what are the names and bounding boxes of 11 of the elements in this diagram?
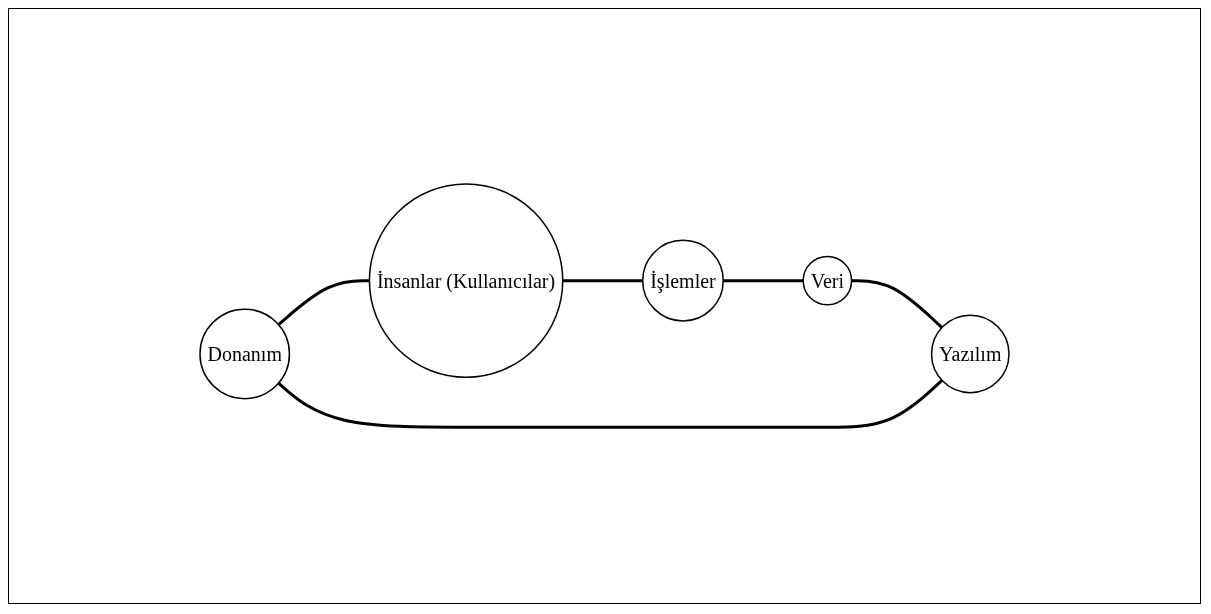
node-circle: [368, 183, 564, 379]
connector: [851, 279, 943, 329]
connector: [277, 379, 943, 430]
connector: [277, 279, 370, 327]
node-circle: [199, 308, 291, 400]
node-circle: [802, 256, 853, 306]
connector: [562, 279, 643, 283]
diagram-frame: Donanım İnsanlar (Kullanıcılar) İşlemler Yazılım Veri: [8, 8, 1201, 604]
connector: [723, 279, 804, 283]
node-circle: [641, 240, 724, 322]
node-circle: [930, 314, 1010, 394]
